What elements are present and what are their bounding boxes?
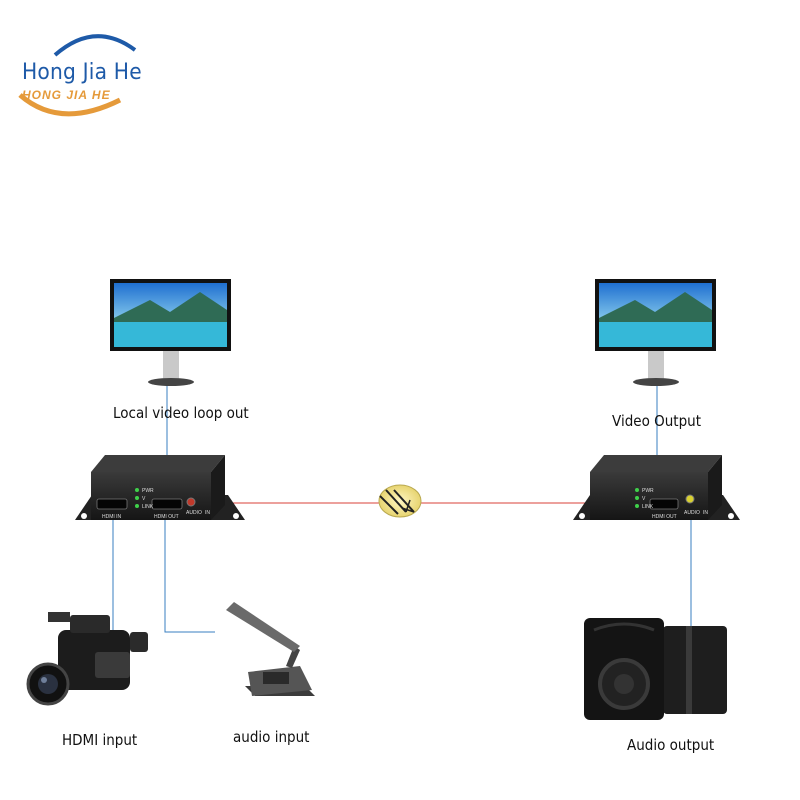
logo-swoosh-icon: [18, 34, 137, 117]
tx-hdmi-in-label: HDMI IN: [102, 514, 122, 520]
audio-input-cable: [164, 520, 215, 633]
rx-audio-label: AUDIO: [684, 510, 700, 516]
rx-led-pwr: PWR: [642, 488, 654, 494]
network-connector-icon: [378, 484, 422, 518]
rx-audio-dir-label: IN: [703, 510, 708, 516]
hdmi-input-label: HDMI input: [62, 731, 138, 749]
tx-audio-dir-label: IN: [205, 510, 210, 516]
video-output-label: Video Output: [612, 412, 702, 430]
tx-led-link: LINK: [142, 504, 154, 510]
logo-name: Hong Jia He: [22, 60, 142, 85]
transmitter-device: PWR V LINK HDMI IN HDMI OUT AUDIO IN: [75, 455, 245, 520]
speakers-icon: [584, 618, 727, 720]
rx-led-v: V: [642, 496, 646, 502]
rx-led-link: LINK: [642, 504, 654, 510]
tx-audio-label: AUDIO: [186, 510, 202, 516]
tx-led-pwr: PWR: [142, 488, 154, 494]
receiver-device: PWR V LINK HDMI OUT AUDIO IN: [573, 455, 740, 520]
tx-hdmi-out-label: HDMI OUT: [154, 514, 179, 520]
monitor-left-icon: [110, 279, 231, 386]
microphone-icon: [226, 602, 315, 696]
audio-output-label: Audio output: [627, 736, 715, 754]
tx-led-v: V: [142, 496, 146, 502]
local-loop-label: Local video loop out: [113, 404, 249, 422]
audio-input-label: audio input: [233, 728, 310, 746]
logo-subtitle: HONG JIA HE: [22, 88, 111, 102]
rx-hdmi-out-label: HDMI OUT: [652, 514, 677, 520]
camcorder-icon: [26, 612, 148, 706]
monitor-right-icon: [595, 279, 716, 386]
